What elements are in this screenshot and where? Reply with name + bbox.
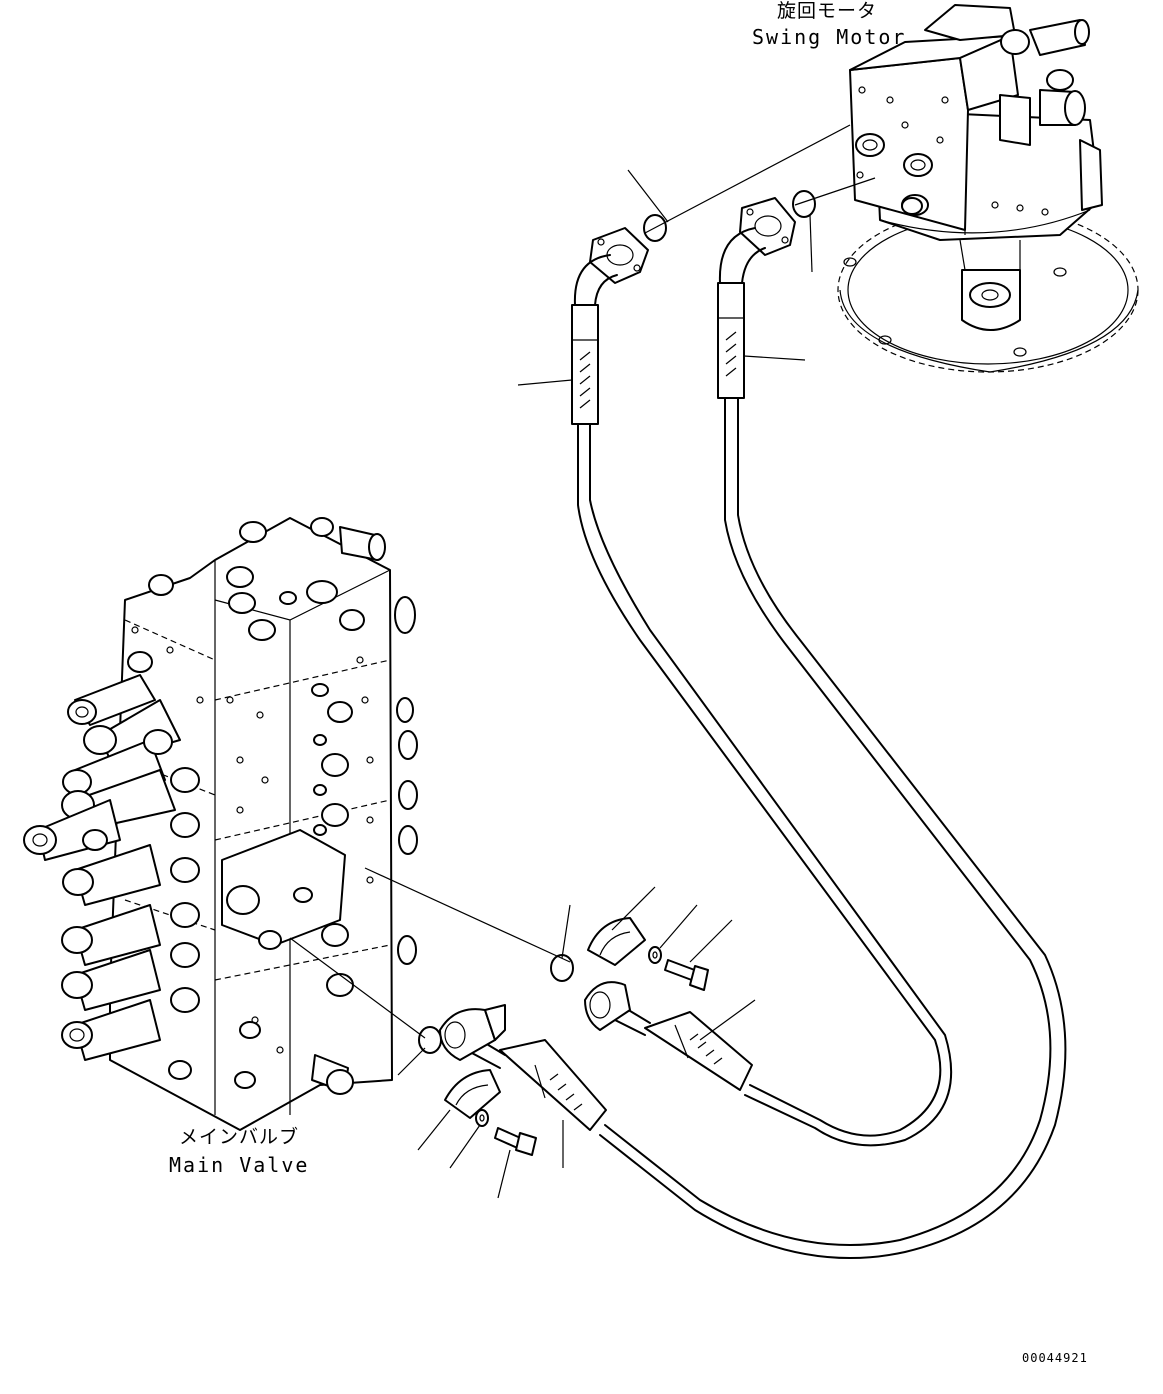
split-flanges (444, 917, 646, 1119)
swing-motor-label-jp: 旋回モータ (777, 0, 878, 22)
washers-and-bolts (475, 946, 709, 1156)
swing-motor-label-en: Swing Motor (752, 25, 907, 49)
main-valve-label-jp: メインバルブ (179, 1126, 300, 1148)
main-valve-label-en: Main Valve (169, 1153, 310, 1177)
main-valve (23, 517, 418, 1131)
o-rings (418, 190, 816, 1054)
hose-right (439, 197, 1067, 1259)
swing-motor (837, 4, 1139, 373)
drawing-number: 00044921 (1022, 1351, 1088, 1365)
leader-lines (289, 124, 876, 1199)
hose-left (571, 227, 953, 1147)
